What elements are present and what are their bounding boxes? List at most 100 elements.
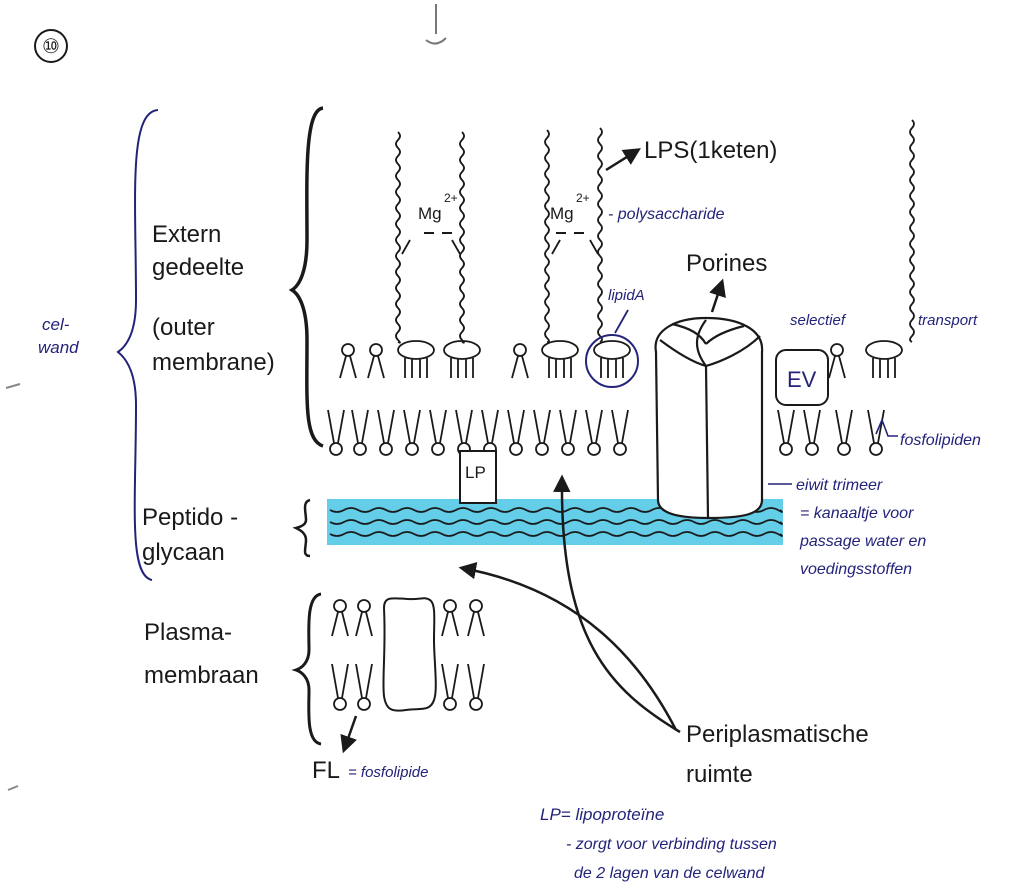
phospholipid-tail	[829, 356, 845, 378]
plasma-membrane-brace	[296, 594, 321, 744]
annotation-lipid-a: lipidA	[608, 287, 645, 304]
phospholipid-tail	[512, 356, 528, 378]
phospholipid-head	[514, 344, 526, 356]
lipid-a-circle	[586, 335, 638, 387]
mg-charge: 2+	[576, 191, 590, 205]
phospholipid-tail	[508, 410, 524, 443]
phospholipid-head	[444, 600, 456, 612]
mg-label: Mg	[550, 204, 574, 223]
phospholipid-tail	[586, 410, 602, 443]
mg-charge: 2+	[444, 191, 458, 205]
annotation-lp-def-1: LP= lipoproteïne	[540, 805, 664, 824]
page-number-text: ⑩	[42, 34, 60, 58]
annotation-kanaaltje-1: = kanaaltje voor	[800, 505, 914, 522]
phospholipid-head	[806, 443, 818, 455]
lipid-a-head	[866, 341, 902, 359]
lipid-a-head	[444, 341, 480, 359]
annotation-lp-def-3: de 2 lagen van de celwand	[574, 865, 765, 882]
phospholipid-head	[370, 344, 382, 356]
annotation-polysaccharide: - polysaccharide	[608, 206, 725, 223]
phospholipid-head	[354, 443, 366, 455]
phospholipid-tail	[804, 410, 820, 443]
phospholipid-tail	[612, 410, 628, 443]
lps-chain-link	[452, 240, 460, 254]
phospholipid-tail	[368, 356, 384, 378]
phospholipid-tail	[534, 410, 550, 443]
label-ruimte: ruimte	[686, 761, 753, 788]
phospholipid-head	[588, 443, 600, 455]
phospholipid-head	[614, 443, 626, 455]
phospholipid-head	[358, 698, 370, 710]
lps-chain-link	[590, 240, 598, 254]
porin-trimer	[656, 318, 763, 518]
phospholipid-tail	[328, 410, 344, 443]
lps-chain	[910, 120, 914, 342]
phospholipid-head	[831, 344, 843, 356]
phospholipid-head	[334, 698, 346, 710]
edge-mark	[6, 384, 20, 790]
annotation-fosfolipide: = fosfolipide	[348, 764, 428, 781]
phospholipid-tail	[442, 664, 458, 698]
label-glycaan: glycaan	[142, 539, 225, 566]
label-membraan: membraan	[144, 662, 259, 689]
porines-arrow	[712, 282, 722, 312]
fl-arrow	[344, 716, 356, 750]
page-number: ⑩	[35, 30, 67, 62]
lps-chain	[396, 132, 400, 343]
annotation-celwand-1: cel-	[42, 315, 70, 334]
phospholipid-head	[562, 443, 574, 455]
phospholipid-tail	[778, 410, 794, 443]
mg-label: Mg	[418, 204, 442, 223]
label-plasma: Plasma-	[144, 619, 232, 646]
annotation-fosfolipiden: fosfolipiden	[900, 432, 981, 449]
lps-chain	[598, 128, 602, 342]
plasma-membrane-protein	[383, 598, 435, 710]
annotation-selectief: selectief	[790, 312, 847, 329]
label-peptido: Peptido -	[142, 504, 238, 531]
phospholipid-head	[358, 600, 370, 612]
lps-chain-link	[552, 240, 560, 254]
label-gedeelte: gedeelte	[152, 254, 244, 281]
outer-membrane-brace	[292, 108, 323, 446]
label-periplasmatische: Periplasmatische	[686, 721, 869, 748]
lipid-a-head	[594, 341, 630, 359]
annotation-eiwit-trimeer: eiwit trimeer	[796, 477, 883, 494]
phospholipid-tail	[332, 612, 348, 636]
peptidoglycan-brace	[296, 500, 310, 556]
ev-label: EV	[787, 367, 817, 392]
phospholipid-tail	[356, 612, 372, 636]
phospholipid-head	[780, 443, 792, 455]
lipoprotein-label: LP	[465, 463, 486, 482]
lps-chain-link	[402, 240, 410, 254]
lipid-a-head	[542, 341, 578, 359]
phospholipid-head	[330, 443, 342, 455]
lipid-a-arrow	[615, 310, 628, 333]
phospholipid-tail	[430, 410, 446, 443]
label-fl: FL	[312, 757, 340, 784]
phospholipid-tail	[340, 356, 356, 378]
annotation-kanaaltje-3: voedingsstoffen	[800, 561, 912, 578]
phospholipid-head	[380, 443, 392, 455]
phospholipid-tail	[560, 410, 576, 443]
phospholipid-head	[536, 443, 548, 455]
phospholipid-tail	[456, 410, 472, 443]
phospholipid-tail	[468, 664, 484, 698]
mg-bridge-2: Mg 2+	[550, 191, 590, 233]
phospholipid-tail	[868, 410, 884, 443]
phospholipid-head	[432, 443, 444, 455]
phospholipid-tail	[468, 612, 484, 636]
lipid-a-head	[398, 341, 434, 359]
label-extern: Extern	[152, 221, 221, 248]
lps-chain	[460, 132, 464, 343]
phospholipid-tail	[332, 664, 348, 698]
phospholipid-head	[470, 600, 482, 612]
phospholipid-head	[406, 443, 418, 455]
phospholipid-tail	[836, 410, 852, 443]
phospholipid-head	[870, 443, 882, 455]
periplasm-arrow-left	[462, 568, 676, 730]
phospholipid-tail	[378, 410, 394, 443]
label-outer: (outer	[152, 314, 215, 341]
phospholipid-head	[838, 443, 850, 455]
annotation-transport: transport	[918, 312, 978, 329]
